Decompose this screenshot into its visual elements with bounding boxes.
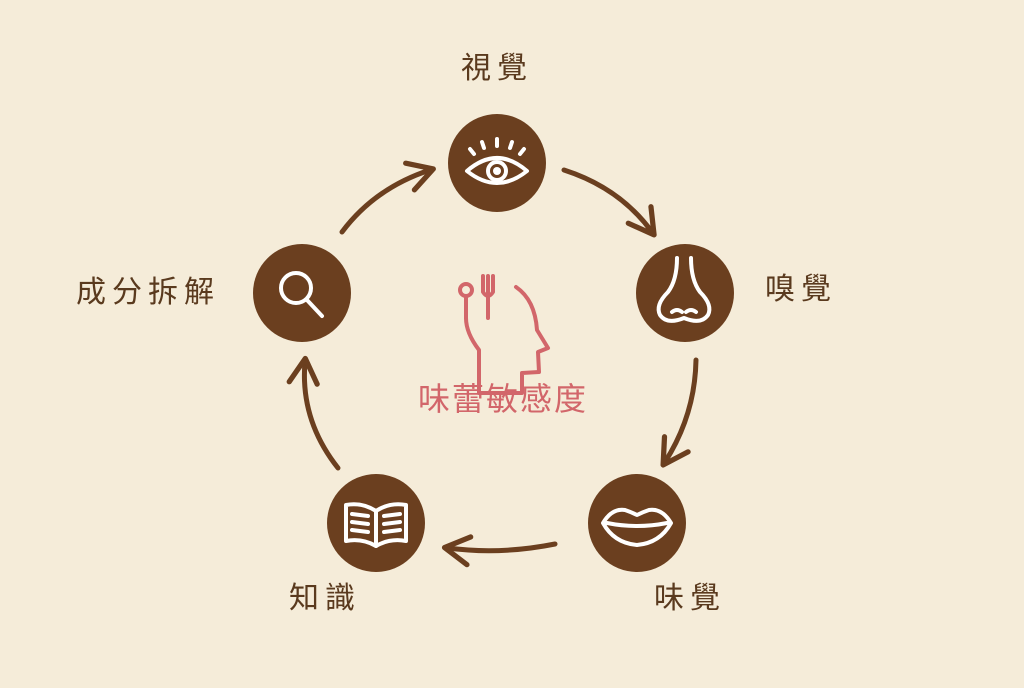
nose-icon (656, 256, 712, 323)
arrow-knowledge-to-analysis (286, 355, 341, 471)
magnifier-icon (279, 271, 324, 318)
node-label-analysis: 成分拆解 (76, 275, 220, 310)
arrow-sight-to-smell (561, 167, 657, 238)
arrow-smell-to-taste (660, 357, 699, 468)
eye-icon (465, 137, 529, 185)
arrow-taste-to-knowledge (441, 534, 558, 568)
node-sight: 視覺 (448, 51, 546, 212)
lips-icon (601, 507, 673, 547)
node-label-sight: 視覺 (461, 51, 533, 86)
node-knowledge: 知識 (289, 474, 425, 616)
node-label-knowledge: 知識 (289, 581, 361, 616)
arrow-analysis-to-sight (339, 160, 436, 235)
node-smell: 嗅覺 (636, 244, 837, 342)
node-label-smell: 嗅覺 (765, 272, 837, 307)
book-icon (344, 502, 408, 548)
center-label: 味蕾敏感度 (418, 380, 588, 418)
head-utensils-icon (458, 274, 550, 395)
center-concept: 味蕾敏感度 (418, 274, 588, 418)
node-taste: 味覺 (588, 474, 726, 616)
node-label-taste: 味覺 (654, 581, 726, 616)
node-analysis: 成分拆解 (76, 244, 351, 342)
